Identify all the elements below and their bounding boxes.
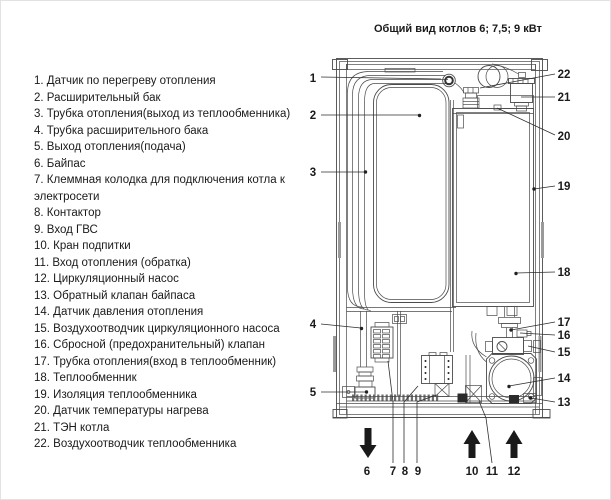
legend-item: 7. Клеммная колодка для подключения котл… <box>34 174 285 203</box>
top-vent-slot <box>384 68 416 73</box>
legend-item: 9. Вход ГВС <box>34 223 98 236</box>
top-panel <box>346 64 536 70</box>
legend-item: 17. Трубка отопления(вход в теплообменни… <box>34 355 277 368</box>
bottom-rail <box>346 393 536 403</box>
callout-number-9: 9 <box>415 466 421 478</box>
legend-list: 1. Датчик по перегреву отопления 2. Расши… <box>34 73 312 453</box>
callout-number-6: 6 <box>364 466 370 478</box>
expansion-tube-and-outlet <box>342 311 376 399</box>
expansion-tank <box>373 84 450 303</box>
legend-item: 19. Изоляция теплообменника <box>34 388 197 401</box>
hx-air-vent <box>454 82 480 109</box>
mount-bracket-right <box>531 59 548 71</box>
boiler-cabinet <box>332 58 551 419</box>
callout-number-13: 13 <box>558 397 571 409</box>
centre-pipes <box>392 311 407 396</box>
bypass-pipe <box>471 330 487 358</box>
temp-sensor <box>493 104 502 111</box>
callout-number-3: 3 <box>310 167 316 179</box>
terminal-block <box>370 322 394 363</box>
hx-inlet-tube <box>498 317 521 324</box>
callout-number-16: 16 <box>558 330 571 342</box>
callout-number-5: 5 <box>310 387 317 399</box>
legend-item: 18. Теплообменник <box>34 372 137 384</box>
up-flow-arrow <box>505 430 523 458</box>
legend-item: 14. Датчик давления отопления <box>34 306 204 318</box>
circulation-pump <box>465 307 542 404</box>
legend-item: 15. Воздухоотводчик циркуляционного насо… <box>34 322 280 335</box>
callout-number-11: 11 <box>486 466 499 478</box>
bypass-check-valve <box>523 393 537 403</box>
legend-item: 13. Обратный клапан байпаса <box>34 289 196 302</box>
legend-item: 6. Байпас <box>34 157 86 170</box>
callout-number-8: 8 <box>402 466 409 478</box>
legend-item: 2. Расширительный бак <box>34 91 161 104</box>
foot-right <box>532 409 551 419</box>
legend-item: 3. Трубка отопления(выход из теплообменн… <box>34 108 291 120</box>
legend-item: 1. Датчик по перегреву отопления <box>34 75 216 87</box>
callout-number-14: 14 <box>558 373 571 385</box>
contactor <box>421 352 453 397</box>
legend-item: 8. Контактор <box>34 207 101 219</box>
callout-number-21: 21 <box>558 92 571 104</box>
foot-left <box>332 409 348 419</box>
legend-item: 5. Выход отопления(подача) <box>34 141 186 153</box>
callout-number-7: 7 <box>390 466 396 478</box>
callout-number-12: 12 <box>508 466 521 478</box>
legend-item: 22. Воздухоотводчик теплообменника <box>34 438 237 450</box>
pump-air-vent <box>523 340 532 352</box>
diagram-title: Общий вид котлов 6; 7,5; 9 кВт <box>374 23 542 35</box>
callout-number-22: 22 <box>558 69 571 81</box>
legend-item: 4. Трубка расширительного бака <box>34 124 209 137</box>
left-pipes <box>347 71 451 312</box>
callout-number-10: 10 <box>466 466 479 478</box>
legend-item: 20. Датчик температуры нагрева <box>34 405 209 417</box>
callout-number-17: 17 <box>558 317 571 329</box>
heat-exchanger <box>452 108 534 316</box>
mount-bracket-left <box>332 59 348 70</box>
down-flow-arrow <box>359 428 377 458</box>
callout-number-20: 20 <box>558 131 571 143</box>
callout-number-2: 2 <box>310 110 316 122</box>
flow-arrows <box>359 428 523 458</box>
callout-number-1: 1 <box>310 73 317 85</box>
up-flow-arrow <box>463 430 481 458</box>
legend-item: 10. Кран подпитки <box>34 240 131 252</box>
heating-element <box>491 63 535 112</box>
legend-item: 21. ТЭН котла <box>34 421 110 434</box>
callout-number-18: 18 <box>558 267 571 279</box>
overheat-sensor <box>442 73 456 88</box>
legend-item: 16. Сбросной (предохранительный) клапан <box>34 339 266 351</box>
legend-item: 12. Циркуляционный насос <box>34 273 179 285</box>
callout-number-19: 19 <box>558 181 571 193</box>
legend-item: 11. Вход отопления (обратка) <box>34 256 191 269</box>
callout-number-15: 15 <box>558 347 571 359</box>
callout-number-4: 4 <box>310 319 317 331</box>
hx-top-cylinder <box>477 65 534 109</box>
